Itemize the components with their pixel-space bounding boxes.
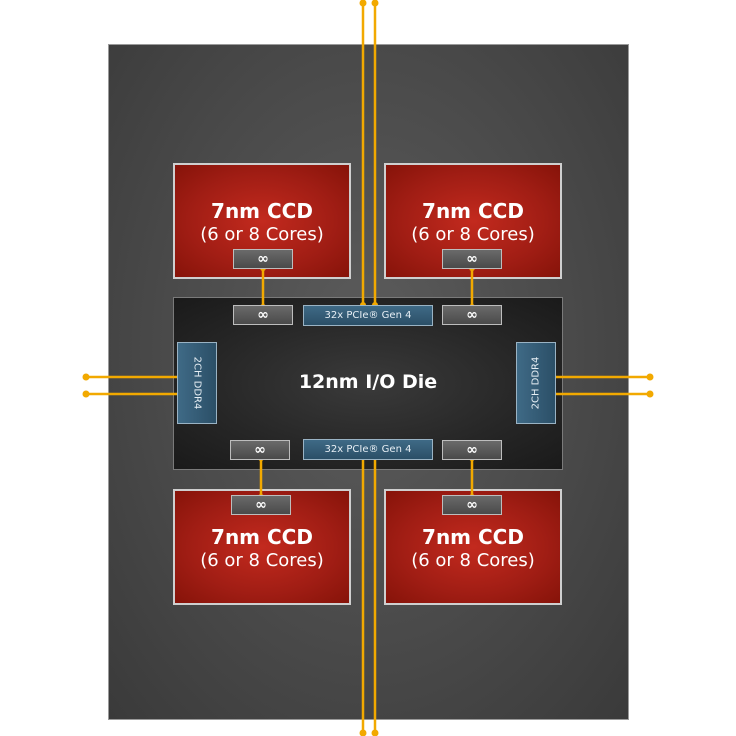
ccd-title: 7nm CCD [422,199,524,223]
ccd-top-right: 7nm CCD (6 or 8 Cores) [384,163,562,279]
ccd-title: 7nm CCD [422,525,524,549]
infinity-fabric-link-icon: ∞ [233,305,293,325]
ccd-title: 7nm CCD [211,525,313,549]
ccd-bottom-left: 7nm CCD (6 or 8 Cores) [173,489,351,605]
ddr-interface-left: 2CH DDR4 [177,342,217,424]
infinity-fabric-link-icon: ∞ [442,249,502,269]
ccd-title: 7nm CCD [211,199,313,223]
ddr-interface-right: 2CH DDR4 [516,342,556,424]
ccd-cores: (6 or 8 Cores) [411,224,535,245]
infinity-fabric-link-icon: ∞ [442,440,502,460]
io-die-title: 12nm I/O Die [298,371,438,393]
pcie-interface-bottom: 32x PCIe® Gen 4 [303,439,433,460]
infinity-fabric-link-icon: ∞ [230,440,290,460]
ddr-label: 2CH DDR4 [191,356,203,410]
infinity-fabric-link-icon: ∞ [233,249,293,269]
ccd-cores: (6 or 8 Cores) [411,550,535,571]
infinity-fabric-link-icon: ∞ [442,305,502,325]
infinity-fabric-link-icon: ∞ [442,495,502,515]
infinity-fabric-link-icon: ∞ [231,495,291,515]
ccd-cores: (6 or 8 Cores) [200,224,324,245]
ccd-cores: (6 or 8 Cores) [200,550,324,571]
ddr-label: 2CH DDR4 [530,356,542,410]
pcie-interface-top: 32x PCIe® Gen 4 [303,305,433,326]
